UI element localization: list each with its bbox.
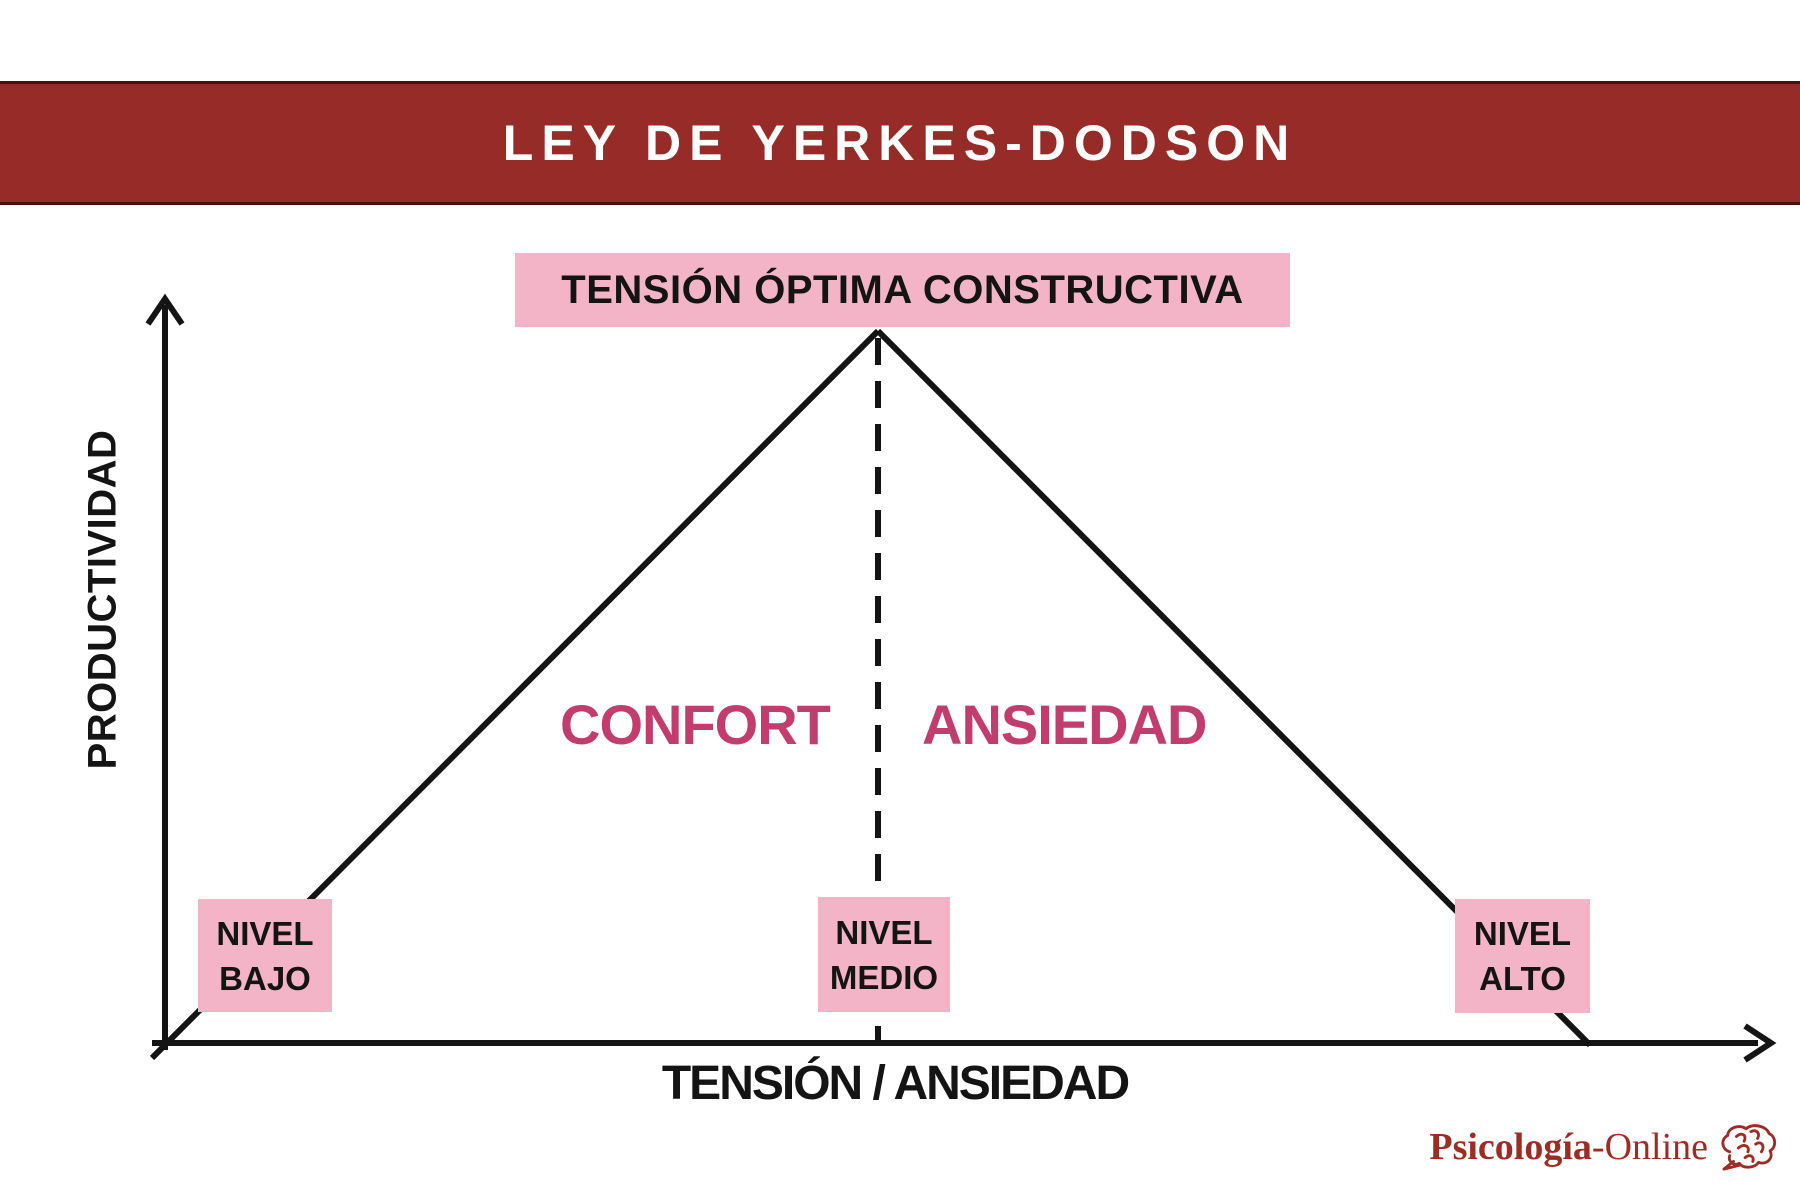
- level-bajo-line1: NIVEL: [216, 914, 314, 952]
- x-axis-label: TENSIÓN / ANSIEDAD: [661, 1057, 1130, 1110]
- level-box-alto: NIVEL ALTO: [1455, 899, 1590, 1013]
- level-medio-line2: MEDIO: [829, 958, 939, 996]
- optimal-tension-label: TENSIÓN ÓPTIMA CONSTRUCTIVA: [561, 267, 1244, 312]
- psicologia-online-logo: Psicología-Online: [1429, 1122, 1778, 1172]
- level-box-bajo: NIVEL BAJO: [198, 899, 332, 1012]
- logo-brand-bold: Psicología: [1429, 1126, 1592, 1168]
- zone-label-confort: CONFORT: [560, 693, 831, 756]
- x-axis-arrowhead: [1743, 1023, 1777, 1063]
- level-medio-line1: NIVEL: [835, 913, 933, 951]
- brain-icon: [1721, 1124, 1777, 1171]
- optimal-tension-label-box: TENSIÓN ÓPTIMA CONSTRUCTIVA: [515, 253, 1290, 327]
- level-alto-line1: NIVEL: [1473, 915, 1572, 952]
- y-axis-arrowhead: [145, 293, 185, 326]
- page-title: LEY DE YERKES-DODSON: [502, 115, 1298, 171]
- title-banner: LEY DE YERKES-DODSON: [0, 81, 1800, 205]
- level-alto-line2: ALTO: [1479, 960, 1566, 997]
- y-axis-label: PRODUCTIVIDAD: [80, 429, 125, 770]
- level-box-medio: NIVEL MEDIO: [818, 897, 950, 1012]
- zone-label-ansiedad: ANSIEDAD: [922, 693, 1207, 756]
- logo-brand-regular: -Online: [1591, 1126, 1708, 1168]
- logo-wordmark: Psicología-Online: [1429, 1125, 1708, 1169]
- level-bajo-line2: BAJO: [219, 959, 311, 997]
